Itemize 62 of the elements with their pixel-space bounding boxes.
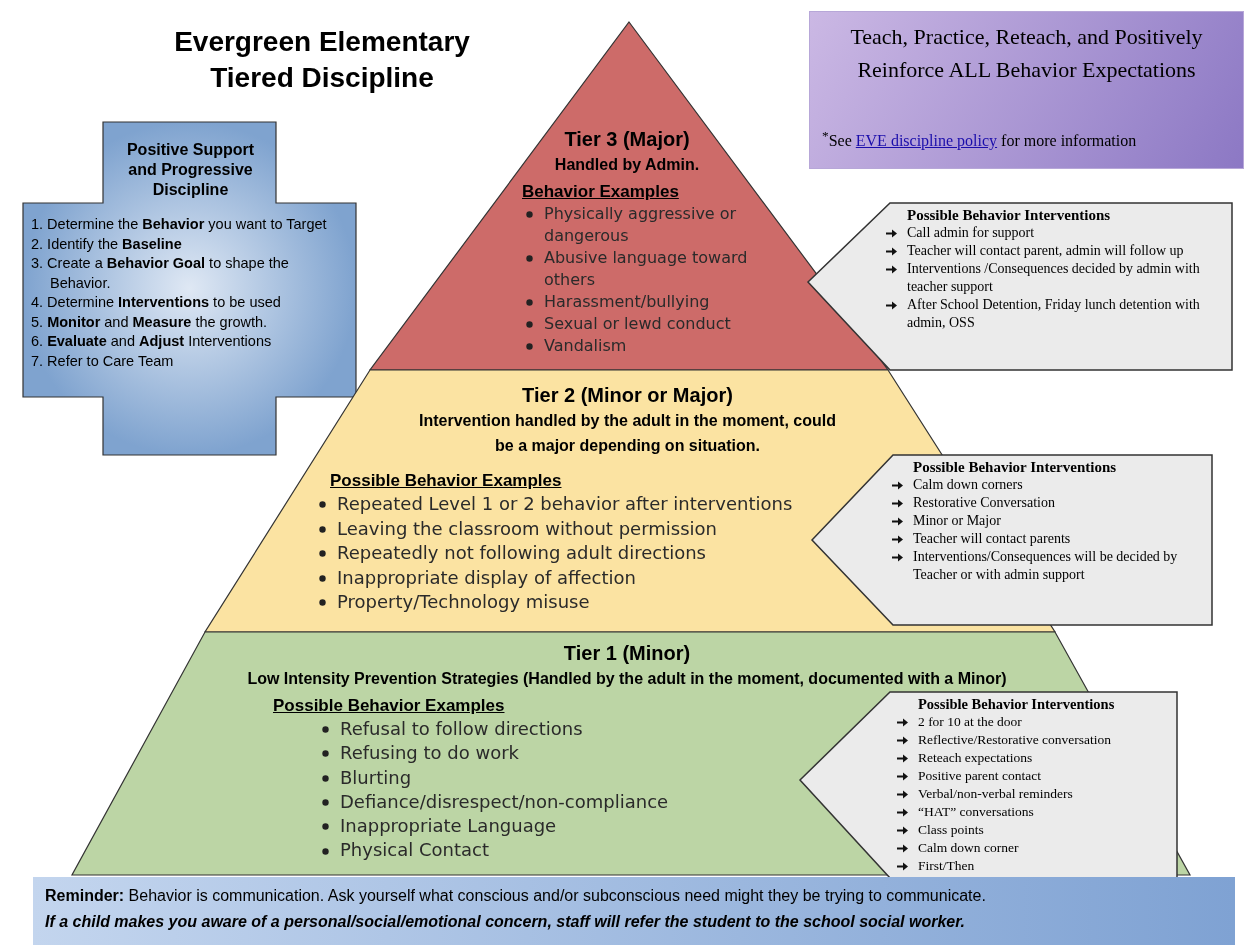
list-item: First/Then (918, 858, 975, 873)
list-item: Calm down corner (918, 840, 1019, 855)
list-item: Teacher will contact parent, admin will follow up (907, 243, 1184, 258)
list-item: Verbal/non-verbal reminders (918, 786, 1073, 801)
list-item: Defiance/disrespect/non-compliance (340, 790, 669, 812)
tier-description: Handled by Admin. (553, 155, 701, 175)
list-item: Positive parent contact (918, 768, 1041, 783)
list-item: 3. Create a Behavior Goal to shape the Behavior. (31, 254, 290, 293)
panel-heading: Positive Support and Progressive Discipline (125, 140, 256, 200)
tier-description: Low Intensity Prevention Strategies (Handled by the adult in the moment, documented with a Minor) (246, 669, 1008, 689)
list-item: Reflective/Restorative conversation (918, 732, 1112, 747)
list-item: Property/Technology misuse (337, 591, 590, 612)
list-item: 1. Determine the Behavior you want to Target (31, 215, 328, 234)
list-item: 2. Identify the Baseline (31, 234, 183, 254)
callout-heading: Possible Behavior Interventions (918, 695, 1116, 713)
list-item: Repeatedly not following adult directions (337, 542, 706, 563)
policy-link: EVE discipline policy (855, 132, 998, 150)
list-item: Class points (918, 822, 984, 837)
title: Evergreen Elementary Tiered Discipline (173, 25, 471, 95)
list-item: 5. Monitor and Measure the growth. (31, 312, 269, 332)
list-item: Interventions /Consequences decided by admin with teacher support (907, 261, 1200, 294)
list-item: Blurting (340, 766, 412, 788)
callout-heading: Possible Behavior Interventions (913, 458, 1118, 476)
list-item: Interventions/Consequences will be decided by Teacher or with admin support (913, 549, 1178, 582)
tier-heading: Tier 3 (Major) (563, 127, 691, 152)
list-item: Vandalism (544, 336, 627, 355)
callout-heading: Possible Behavior Interventions (907, 206, 1112, 224)
tier-heading: Tier 2 (Minor or Major) (521, 383, 734, 408)
list-item: Reteach expectations (918, 750, 1033, 765)
list-item: Physical Contact (340, 839, 489, 861)
list-item: Calm down corners (913, 477, 1023, 492)
list-item: Inappropriate display of affection (337, 566, 636, 588)
list-item: Minor or Major (913, 513, 1001, 528)
list-item: Repeated Level 1 or 2 behavior after interventions (337, 493, 793, 514)
list-item: “HAT” conversations (918, 804, 1034, 819)
list-item: Leaving the classroom without permission (337, 517, 717, 539)
list-item: Inappropriate Language (340, 815, 557, 837)
examples-heading: Possible Behavior Examples (273, 695, 505, 717)
list-item: 6. Evaluate and Adjust Interventions (31, 332, 273, 351)
callout-box (810, 12, 1243, 168)
heading-text: Teach, Practice, Reteach, and Positively Reinforce ALL Behavior Expectations (849, 23, 1204, 84)
list-item: Physically aggressive or dangerous (544, 204, 737, 245)
list-item: Refusing to do work (340, 742, 519, 764)
list-item: Restorative Conversation (913, 495, 1055, 510)
reminder-text: Reminder: Behavior is communication. Ask yourself what conscious and/or subconscious need might they be trying to communicate. (45, 887, 986, 905)
examples-heading: Behavior Examples (522, 181, 679, 203)
tier-heading: Tier 1 (Minor) (562, 641, 692, 666)
list-item: Call admin for support (907, 225, 1035, 240)
list-item: Teacher will contact parents (913, 531, 1071, 546)
list-item: 4. Determine Interventions to be used (31, 293, 282, 312)
list-item: Abusive language toward others (544, 248, 748, 289)
footnote-text: $^{*}$See EVE discipline policy for more information (822, 128, 1137, 151)
tier-description: Intervention handled by the adult in the moment, could be a major depending on situation. (418, 411, 837, 456)
list-item: Refusal to follow directions (340, 718, 583, 739)
list-item: Harassment/bullying (544, 292, 710, 311)
list-item: Sexual or lewd conduct (544, 314, 731, 333)
note-text: If a child makes you aware of a personal/social/emotional concern, staff will refer the student to the school social worker. (45, 913, 965, 931)
list-item: After School Detention, Friday lunch detention with admin, OSS (907, 297, 1200, 330)
list-item: 7. Refer to Care Team (31, 351, 175, 371)
examples-heading: Possible Behavior Examples (330, 470, 562, 492)
reminder-banner (33, 877, 1235, 945)
list-item: 2 for 10 at the door (918, 714, 1022, 729)
